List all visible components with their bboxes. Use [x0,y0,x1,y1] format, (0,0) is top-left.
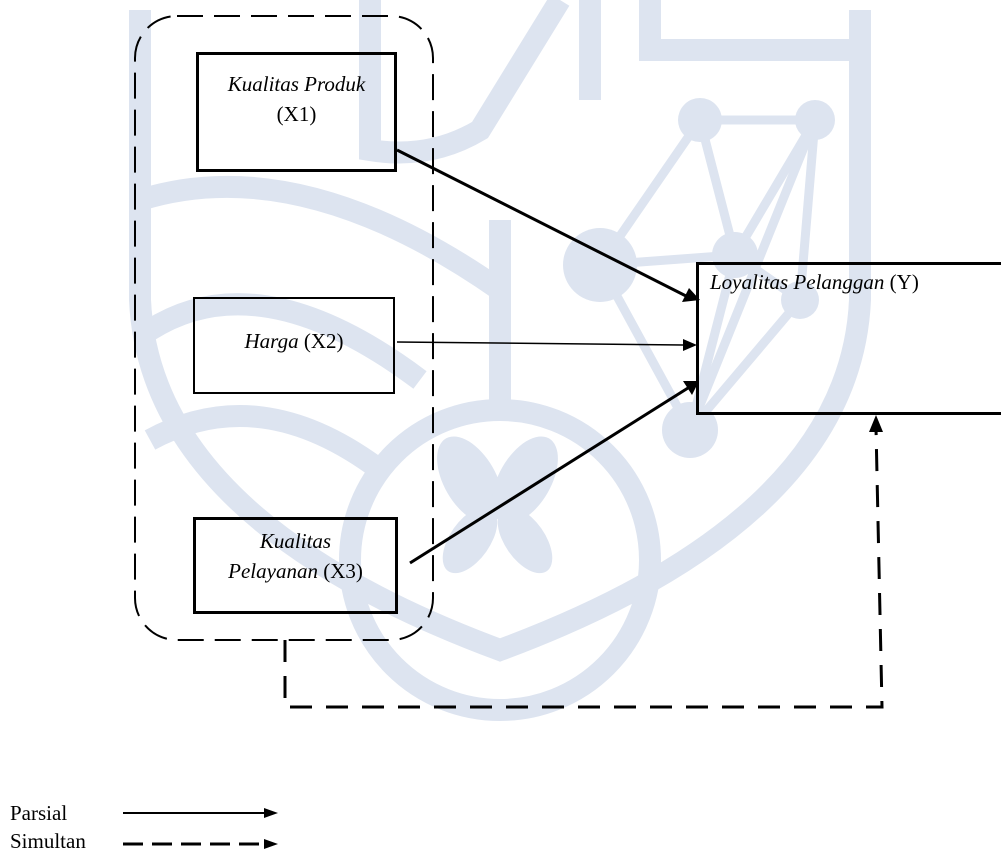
legend-simultaneous-arrowhead [264,839,278,849]
x2-box [193,297,395,394]
x3-box [193,517,398,614]
legend-simultaneous-label: Simultan [10,829,86,853]
arrowhead-x3-to-y [683,381,699,395]
y-name: Loyalitas Pelanggan [710,270,885,294]
legend-partial-arrowhead [264,808,278,818]
x1-box [196,52,397,172]
x1-label: Kualitas Produk (X1) [196,69,397,129]
arrow-x2-to-y [396,341,684,346]
y-code: (Y) [889,270,919,294]
x3-name-line2: Pelayanan [228,559,318,583]
arrowhead-x2-to-y [683,339,697,351]
x1-name: Kualitas Produk [227,72,366,96]
x2-name: Harga [244,329,299,353]
y-box [696,262,1001,415]
arrow-x1-to-y [396,148,689,299]
x3-label: Kualitas Pelayanan (X3) [193,526,398,586]
arrowhead-simultaneous [869,415,883,432]
arrowhead-x1-to-y [682,288,700,302]
x1-code: (X1) [276,102,317,126]
arrow-x3-to-y [409,386,689,565]
legend-partial-label: Parsial [10,801,68,825]
arrow-simultaneous [283,427,884,709]
x2-label: Harga (X2) [193,326,395,356]
x3-code: (X3) [323,559,363,583]
x3-name-line1: Kualitas [259,529,332,553]
x2-code: (X2) [303,329,344,353]
y-label: Loyalitas Pelanggan (Y) [710,267,1001,297]
